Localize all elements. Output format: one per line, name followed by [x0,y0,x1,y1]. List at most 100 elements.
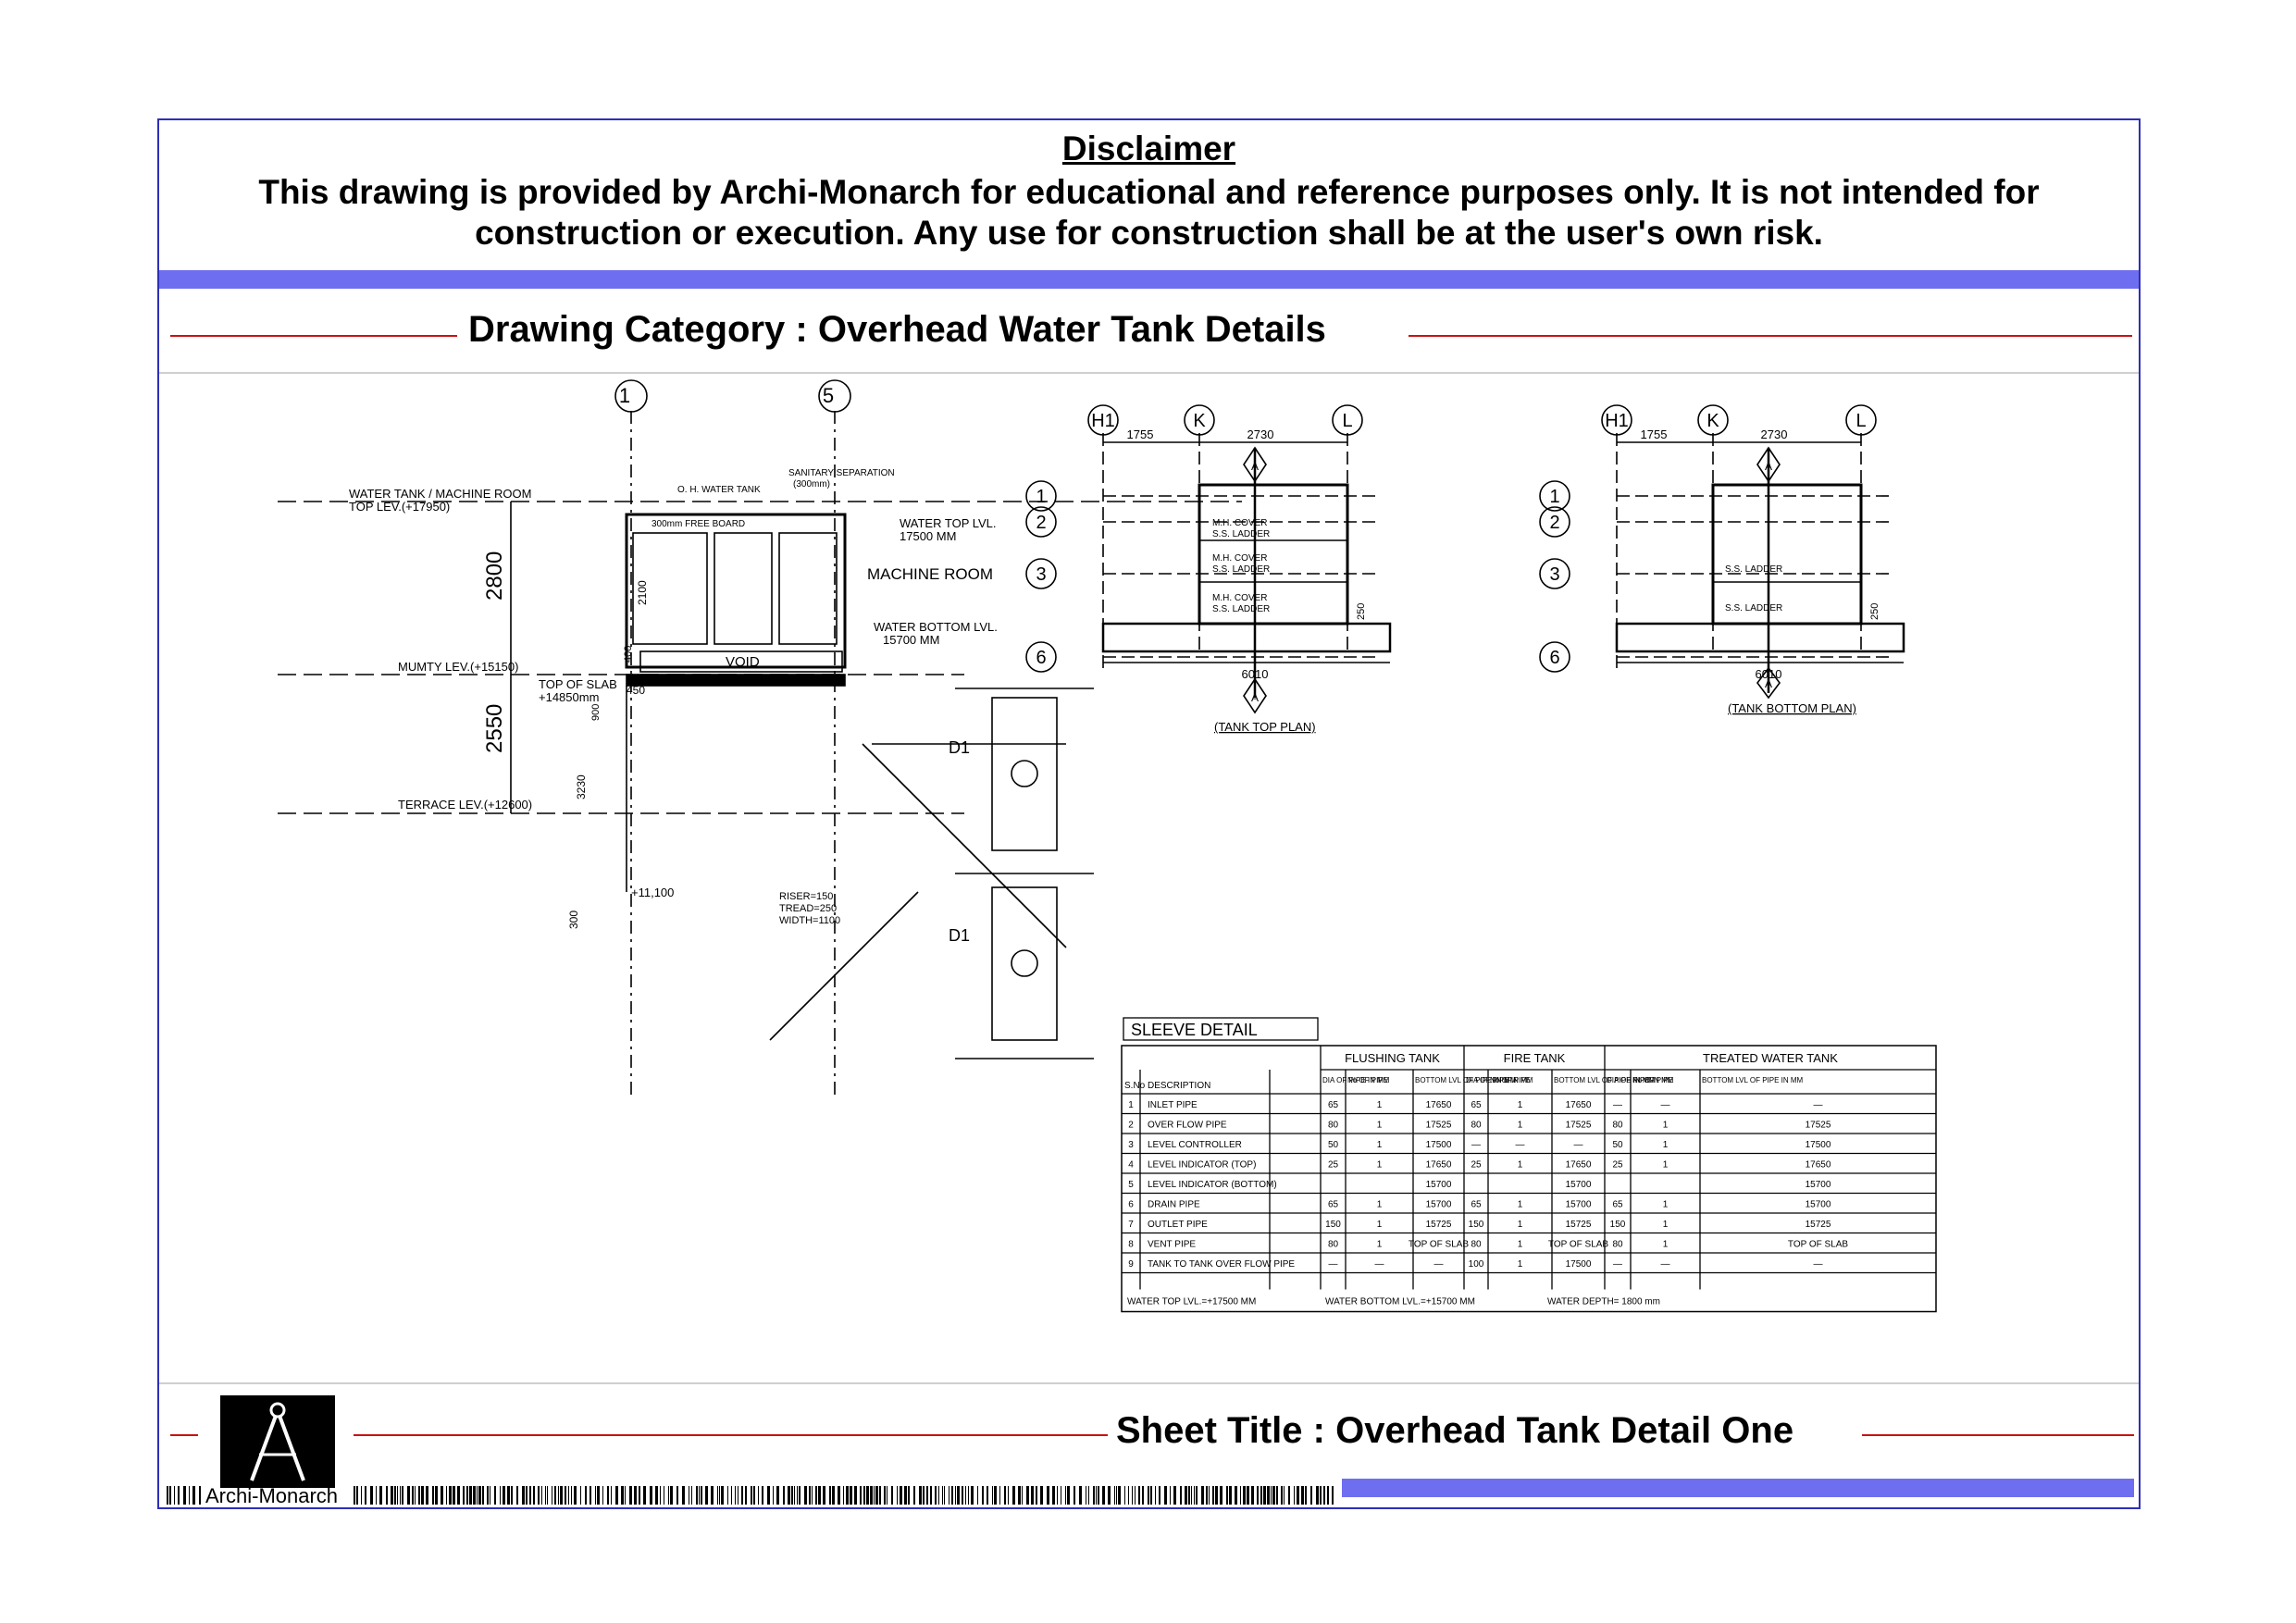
barcode-bar [1251,1486,1254,1505]
plan-top-dim-250: 250 [1356,603,1367,620]
barcode-bar [1212,1486,1214,1505]
barcode-bar [727,1486,728,1505]
level-terrace-label: TERRACE LEV.(+12600) [398,798,532,812]
slab-value: +14850mm [539,690,599,704]
barcode-bar [1114,1486,1115,1505]
barcode-bar [421,1486,424,1505]
barcode-bar [930,1486,932,1505]
sleeve-subheader-1-1: No OF PIPE [1490,1076,1531,1084]
sleeve-subheader-2-1: No OF PIPE [1632,1076,1673,1084]
slab-label: TOP OF SLAB [539,677,617,691]
barcode-bar [473,1486,476,1505]
disclaimer-text: This drawing is provided by Archi-Monarc… [233,172,2065,254]
plan-top-bubble-3 [1025,558,1057,589]
sleeve-col-sno: S.No [1124,1081,1146,1091]
sleeve-table-border [1121,1045,1937,1313]
dim-400-text: 400 [623,646,634,663]
sleeve-row-1-cell-9: 1 [1663,1121,1669,1131]
sleeve-row-1-cell-10: 17525 [1806,1121,1831,1131]
plan-bottom-section-mark-top [1756,446,1781,483]
barcode-bar [611,1486,612,1505]
barcode-bar [1057,1486,1058,1505]
plan-bottom-col-label-h1: H1 [1605,411,1629,431]
sleeve-row-3-cell-3: 1 [1377,1160,1383,1171]
sleeve-row-6-sno: 7 [1128,1220,1134,1230]
barcode-bar [1067,1486,1070,1505]
sleeve-row-1-cell-3: 1 [1377,1121,1383,1131]
sleeve-footer-water-depth: WATER DEPTH= 1800 mm [1547,1297,1660,1307]
barcode-bar [607,1486,609,1505]
barcode-bar [192,1486,195,1505]
disclaimer-line-1: This drawing is provided by Archi-Monarc… [258,173,2040,211]
dim-2550-text: 2550 [482,704,507,753]
barcode-bar [951,1486,953,1505]
plan-bottom-row-label-3: 3 [1549,564,1559,585]
barcode-bar [1124,1486,1125,1505]
barcode-bar [361,1486,362,1505]
plan-top-row-label-3: 3 [1036,564,1046,585]
barcode-bar [846,1486,849,1505]
plan-bottom-bubble-3 [1539,558,1570,589]
sleeve-row-4-desc: LEVEL INDICATOR (BOTTOM) [1148,1180,1277,1190]
barcode-bar [466,1486,468,1505]
sleeve-row-8-cell-9: — [1661,1259,1670,1270]
sleeve-row-7-desc: VENT PIPE [1148,1240,1196,1250]
barcode-bar [668,1486,669,1505]
plan-top-bubble-h1 [1087,404,1119,436]
sleeve-row-6-cell-2: 150 [1325,1220,1341,1230]
barcode-bar [634,1486,637,1505]
sanitary-label: SANITARY SEPARATION [788,468,895,478]
sleeve-row-7-cell-6: 1 [1518,1240,1523,1250]
level-top-label: WATER TANK / MACHINE ROOM [349,487,531,501]
barcode-bar [487,1486,489,1505]
door-label-lower: D1 [949,926,970,945]
plan-top-bubble-k [1184,404,1215,436]
sleeve-row-3-desc: LEVEL INDICATOR (TOP) [1148,1160,1256,1171]
barcode-bar [751,1486,752,1505]
plan-bottom-text: H1 K L 1 2 3 6 1755 2730 6010 250 A A S.… [1549,411,1880,715]
plan-bottom-bubble-1 [1539,480,1570,512]
sleeve-title: SLEEVE DETAIL [1131,1021,1258,1039]
barcode-bar [625,1486,626,1505]
compass-icon [250,1402,305,1481]
barcode-bar [908,1486,910,1505]
barcode-bar [717,1486,718,1505]
barcode-bar [735,1486,736,1505]
plan-top-view [1025,404,1392,714]
dim-3230-text: 3230 [575,774,588,799]
barcode-bar [511,1486,513,1505]
barcode-bar [955,1486,956,1505]
door-upper-knob [1011,760,1038,787]
plan-top-ladder-3: S.S. LADDER [1212,604,1270,614]
stair-flight-upper [862,743,1067,948]
barcode-bar [944,1486,945,1505]
sleeve-row-6-cell-7: 15725 [1566,1220,1592,1230]
sleeve-row-0-cell-4: 17650 [1426,1100,1452,1110]
sleeve-footer-water-bottom: WATER BOTTOM LVL.=+15700 MM [1325,1297,1475,1307]
barcode-bar [441,1486,443,1505]
barcode-bar [1170,1486,1171,1505]
width-label: WIDTH=1100 [779,915,840,926]
barcode-bar [791,1486,793,1505]
barcode-bar [558,1486,559,1505]
plan-bottom-mark-label-top: A [1765,460,1772,473]
plan-top-mark-label-top: A [1251,460,1259,473]
plan-bottom-row-label-2: 2 [1549,513,1559,533]
barcode-bar [968,1486,969,1505]
plan-bottom-bubble-h1 [1601,404,1632,436]
plan-bottom-dim-2730: 2730 [1761,427,1788,441]
sleeve-subheader-2-0: DIA OF PIPE IN MM [1607,1076,1674,1084]
barcode-bar [773,1486,774,1505]
plan-bottom-base-slab [1615,622,1905,653]
barcode-bar [1116,1486,1117,1505]
sleeve-row-0-cell-10: — [1814,1100,1823,1110]
plan-top-ladder-2: S.S. LADDER [1212,564,1270,575]
barcode-bar [923,1486,925,1505]
tank-compartment-2 [714,532,773,645]
sleeve-row-8-cell-4: — [1434,1259,1444,1270]
category-rule-right [1409,335,2132,337]
barcode-bar [711,1486,714,1505]
barcode-bar [1220,1486,1222,1505]
sleeve-subheader-2-2: BOTTOM LVL OF PIPE IN MM [1702,1076,1804,1084]
sleeve-row-5-cell-2: 65 [1328,1200,1339,1210]
